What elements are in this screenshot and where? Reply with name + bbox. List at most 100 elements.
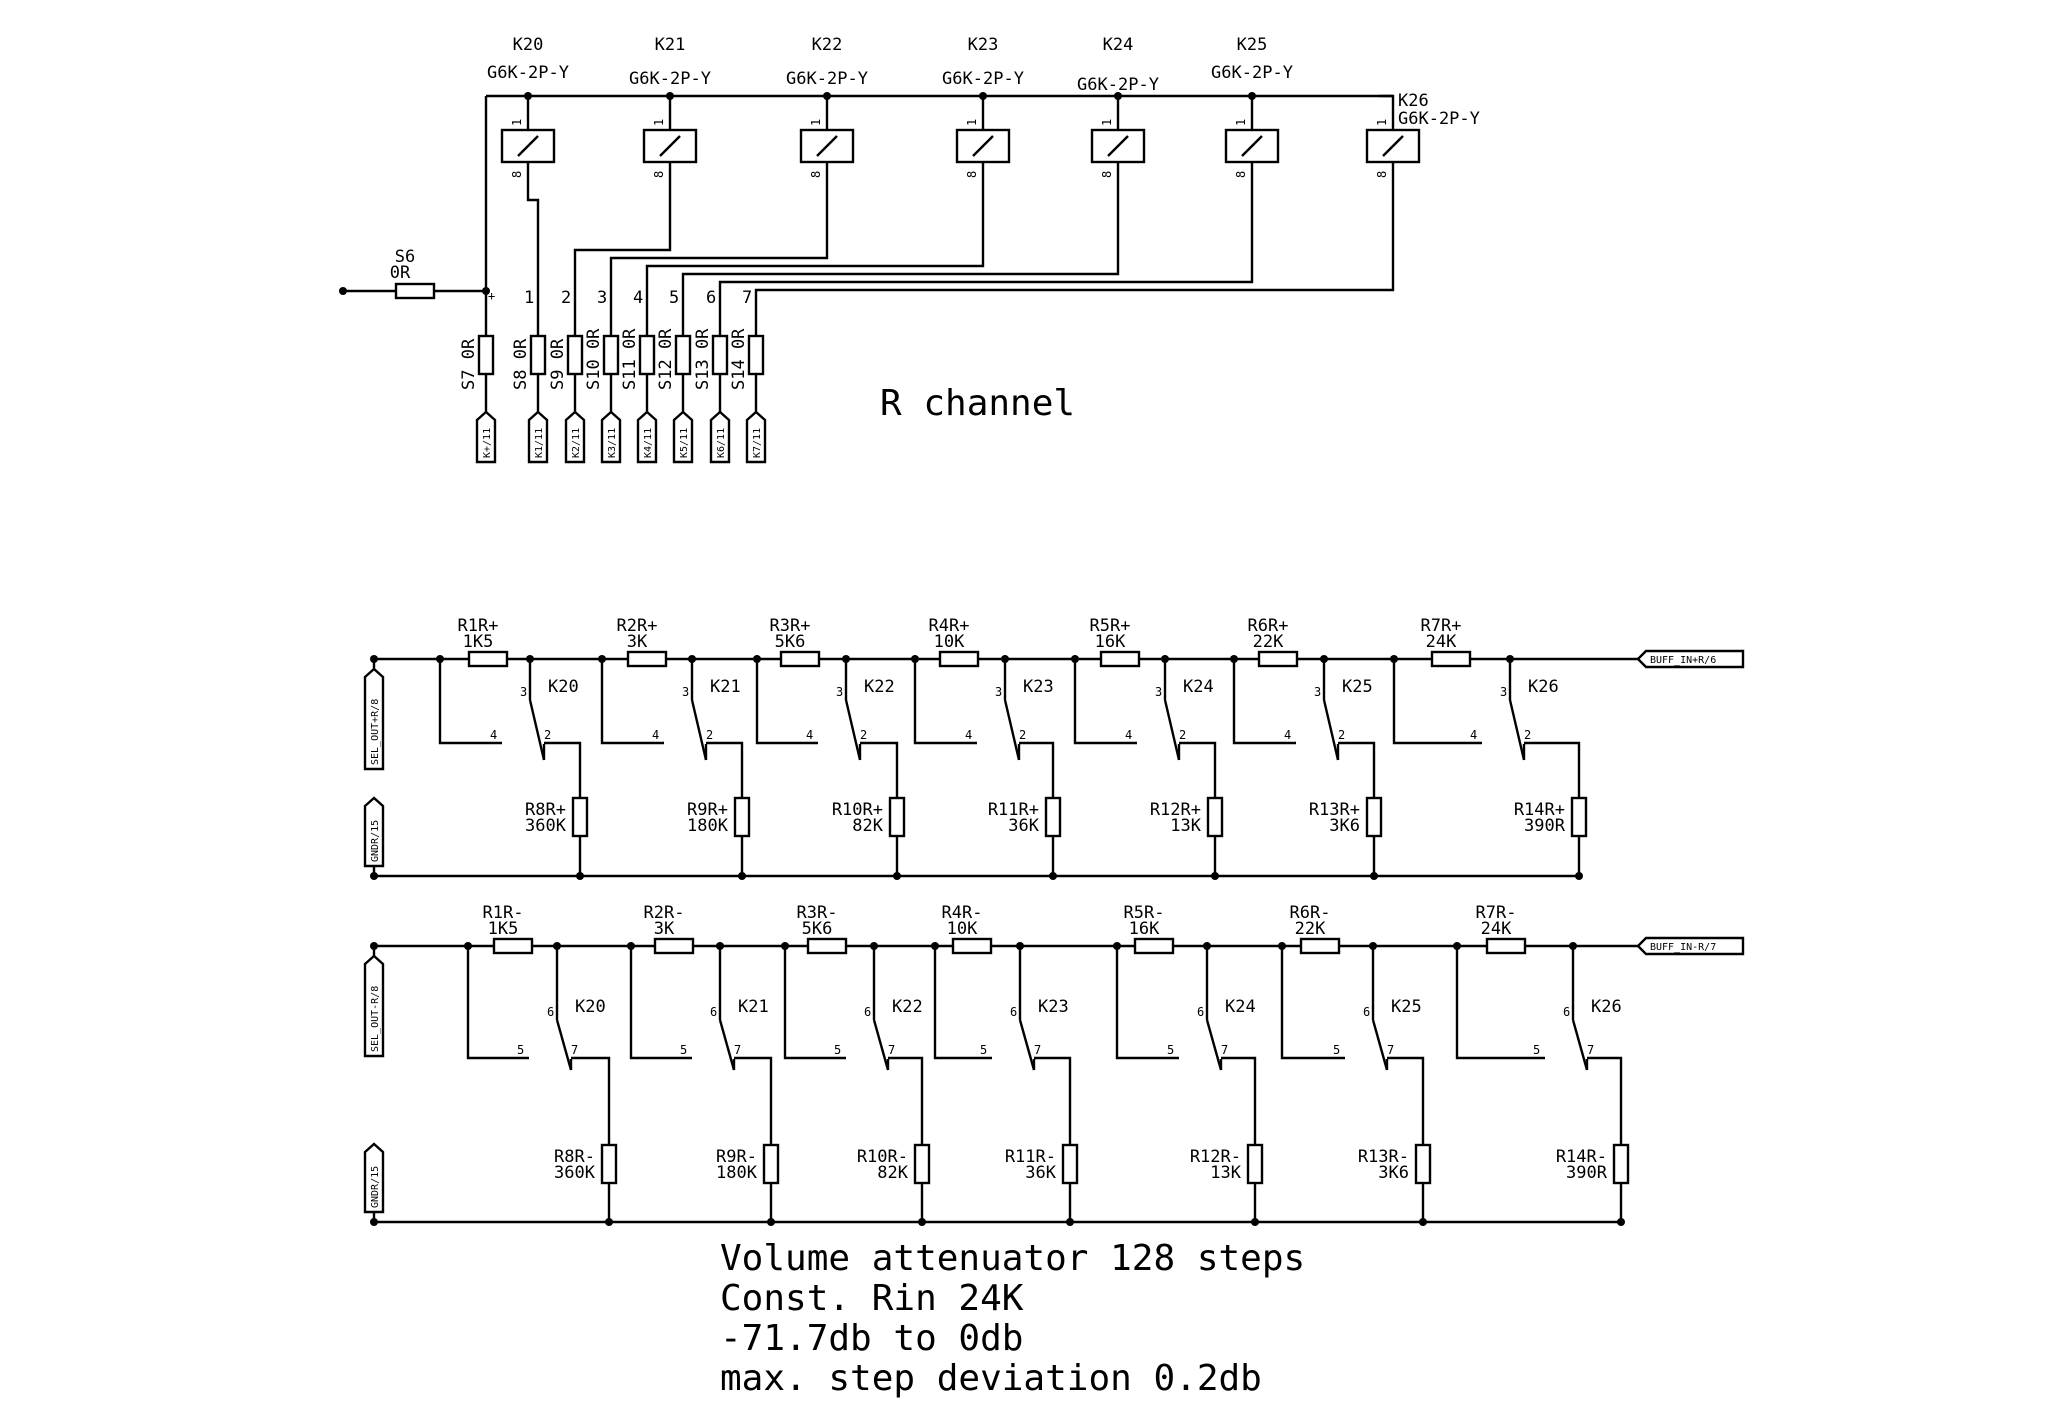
jumper-label: S14 0R [729, 328, 749, 390]
coil-pin: 1 [510, 119, 524, 126]
switch-relay-ref: K21 [710, 677, 741, 697]
shunt-resistor-value: 36K [1025, 1163, 1056, 1183]
coil-diagonal [972, 135, 994, 157]
switch-pin-label: 6 [1363, 1005, 1370, 1019]
relay-part: G6K-2P-Y [1398, 109, 1480, 129]
switch-pin-label: 5 [517, 1043, 524, 1057]
coil-pin: 1 [652, 119, 666, 126]
output-port-label: BUFF_IN+R/6 [1650, 655, 1716, 666]
switch-pin-label: 3 [520, 685, 527, 699]
switch-blade [1508, 699, 1526, 761]
ground-port-label: GNDR/15 [370, 1166, 381, 1208]
switch-blade [528, 699, 546, 761]
switch-pin-label: 3 [1314, 685, 1321, 699]
shunt-wire [888, 1056, 924, 1145]
switch-pin-label: 4 [1470, 728, 1477, 742]
relay-ref: K20 [513, 35, 544, 55]
relay-ref: K21 [655, 35, 686, 55]
output-port [1636, 649, 1745, 669]
coil-pin: 1 [809, 119, 823, 126]
junction-dot [1049, 872, 1057, 880]
switch-pin-label: 7 [1587, 1043, 1594, 1057]
shunt-resistor [1246, 1143, 1264, 1185]
relay-part: G6K-2P-Y [1211, 63, 1293, 83]
series-resistor-value: 22K [1253, 632, 1284, 652]
connector-label: K7/11 [752, 428, 763, 458]
switch-pin-label: 5 [1333, 1043, 1340, 1057]
coil-pin: 1 [1375, 119, 1389, 126]
output-port-label: BUFF_IN-R/7 [1650, 942, 1716, 953]
shunt-resistor-ref: R13R- [1358, 1147, 1409, 1167]
series-resistor-ref: R2R- [644, 903, 685, 923]
switch-blade [1571, 1019, 1589, 1071]
jumper-label: S12 0R [656, 328, 676, 390]
switch-pin-label: 6 [1010, 1005, 1017, 1019]
jumper-number: 5 [669, 288, 679, 308]
series-resistor-value: 3K [627, 632, 648, 652]
jumper-resistor [566, 334, 584, 376]
junction-dot [524, 92, 532, 100]
relay-ref: K24 [1103, 35, 1134, 55]
series-resistor-ref: R1R- [483, 903, 524, 923]
switch-pin-label: 6 [547, 1005, 554, 1019]
switch-blade [1163, 699, 1181, 761]
jumper-resistor [711, 334, 729, 376]
coil-pin: 1 [1100, 119, 1114, 126]
shunt-resistor-ref: R11R+ [988, 800, 1039, 820]
switch-pin-label: 7 [1387, 1043, 1394, 1057]
connector-flag [600, 410, 622, 464]
jumper-resistor [747, 334, 765, 376]
switch-pin-label: 7 [888, 1043, 895, 1057]
jumper-resistor [529, 334, 547, 376]
connector-flag [636, 410, 658, 464]
input-port [363, 667, 385, 771]
switch-blade [872, 1019, 890, 1071]
coil-diagonal [1241, 135, 1263, 157]
shunt-resistor-value: 390R [1524, 816, 1566, 836]
plus-pin-label: + [488, 289, 495, 303]
switch-blade [844, 699, 862, 761]
shunt-resistor-value: 13K [1170, 816, 1201, 836]
junction-dot [1066, 1218, 1074, 1226]
series-resistor-value: 1K5 [463, 632, 494, 652]
coil-return-wire [681, 162, 1120, 317]
coil-supply-wire [1379, 94, 1395, 130]
shunt-resistor-value: 36K [1008, 816, 1039, 836]
jumper-label: S10 0R [584, 328, 604, 390]
shunt-wire [1179, 741, 1217, 798]
series-resistor-value: 3K [654, 919, 675, 939]
switch-blade [1018, 1019, 1036, 1071]
series-resistor [1099, 650, 1141, 668]
switch-pin-label: 3 [1500, 685, 1507, 699]
shunt-resistor-ref: R13R+ [1309, 800, 1360, 820]
shunt-resistor-value: 360K [554, 1163, 596, 1183]
shunt-resistor-ref: R10R+ [832, 800, 883, 820]
relay-coil-section: K20G6K-2P-Y18K21G6K-2P-Y18K22G6K-2P-Y18K… [339, 35, 1480, 464]
input-port [363, 954, 385, 1058]
shunt-resistor-ref: R14R+ [1514, 800, 1565, 820]
coil-pin: 1 [965, 119, 979, 126]
jumper-number: 4 [633, 288, 643, 308]
relay-part: G6K-2P-Y [1077, 75, 1159, 95]
relay-ref: K26 [1398, 91, 1429, 111]
jumper-label: S8 0R [511, 338, 531, 390]
switch-relay-ref: K22 [864, 677, 895, 697]
switch-pin-label: 3 [995, 685, 1002, 699]
ground-port [363, 796, 385, 868]
switch-blade [555, 1019, 573, 1071]
junction-dot [979, 92, 987, 100]
bypass-wire [629, 946, 692, 1060]
series-resistor-value: 16K [1129, 919, 1160, 939]
series-resistor [1485, 937, 1527, 955]
series-resistor-value: 10K [934, 632, 965, 652]
switch-pin-label: 6 [1197, 1005, 1204, 1019]
shunt-resistor-value: 390R [1566, 1163, 1608, 1183]
shunt-resistor-ref: R11R- [1005, 1147, 1056, 1167]
series-resistor [492, 937, 534, 955]
shunt-wire [571, 1056, 611, 1145]
shunt-resistor-value: 180K [716, 1163, 758, 1183]
shunt-resistor [571, 796, 589, 838]
series-resistor-ref: R3R+ [770, 616, 811, 636]
shunt-resistor [888, 796, 906, 838]
